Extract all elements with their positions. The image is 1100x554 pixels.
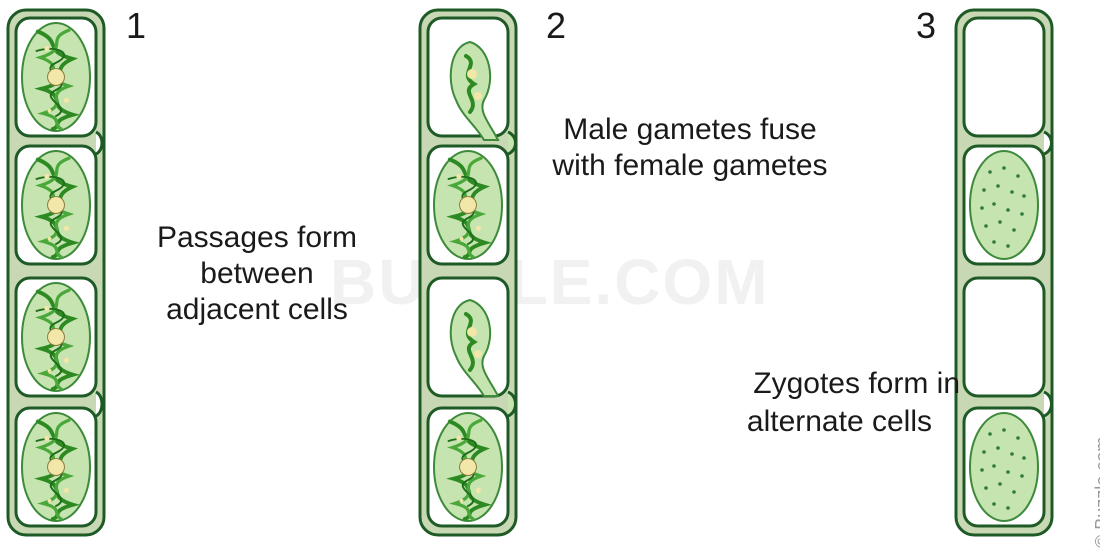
spirogyra-cell-icon	[16, 18, 96, 136]
filament-3	[956, 10, 1052, 535]
credit-text: © Buzzle.com	[1092, 437, 1100, 548]
stage-number-2: 2	[546, 6, 566, 46]
caption-line: with female gametes	[530, 148, 850, 184]
spirogyra-cell-icon	[428, 146, 508, 264]
caption-line: Zygotes form in	[690, 366, 960, 402]
filament-1	[8, 10, 104, 535]
caption-line: Passages form	[142, 220, 372, 256]
stage-number-1: 1	[126, 6, 146, 46]
zygote-icon	[964, 146, 1044, 264]
caption-line: Male gametes fuse	[530, 112, 850, 148]
spirogyra-cell-icon	[428, 18, 508, 140]
stage-number-3: 3	[916, 6, 936, 46]
spirogyra-cell-icon	[16, 408, 96, 526]
spirogyra-cell-icon	[428, 408, 508, 526]
empty-cell	[964, 278, 1044, 396]
spirogyra-cell-icon	[16, 146, 96, 264]
caption-line: alternate cells	[690, 404, 932, 440]
zygote-icon	[964, 408, 1044, 526]
spirogyra-cell-icon	[16, 278, 96, 396]
filament-2	[420, 10, 516, 535]
empty-cell	[964, 18, 1044, 136]
spirogyra-cell-icon	[428, 278, 508, 396]
caption-line: adjacent cells	[142, 292, 372, 328]
caption-line: between	[142, 256, 372, 292]
